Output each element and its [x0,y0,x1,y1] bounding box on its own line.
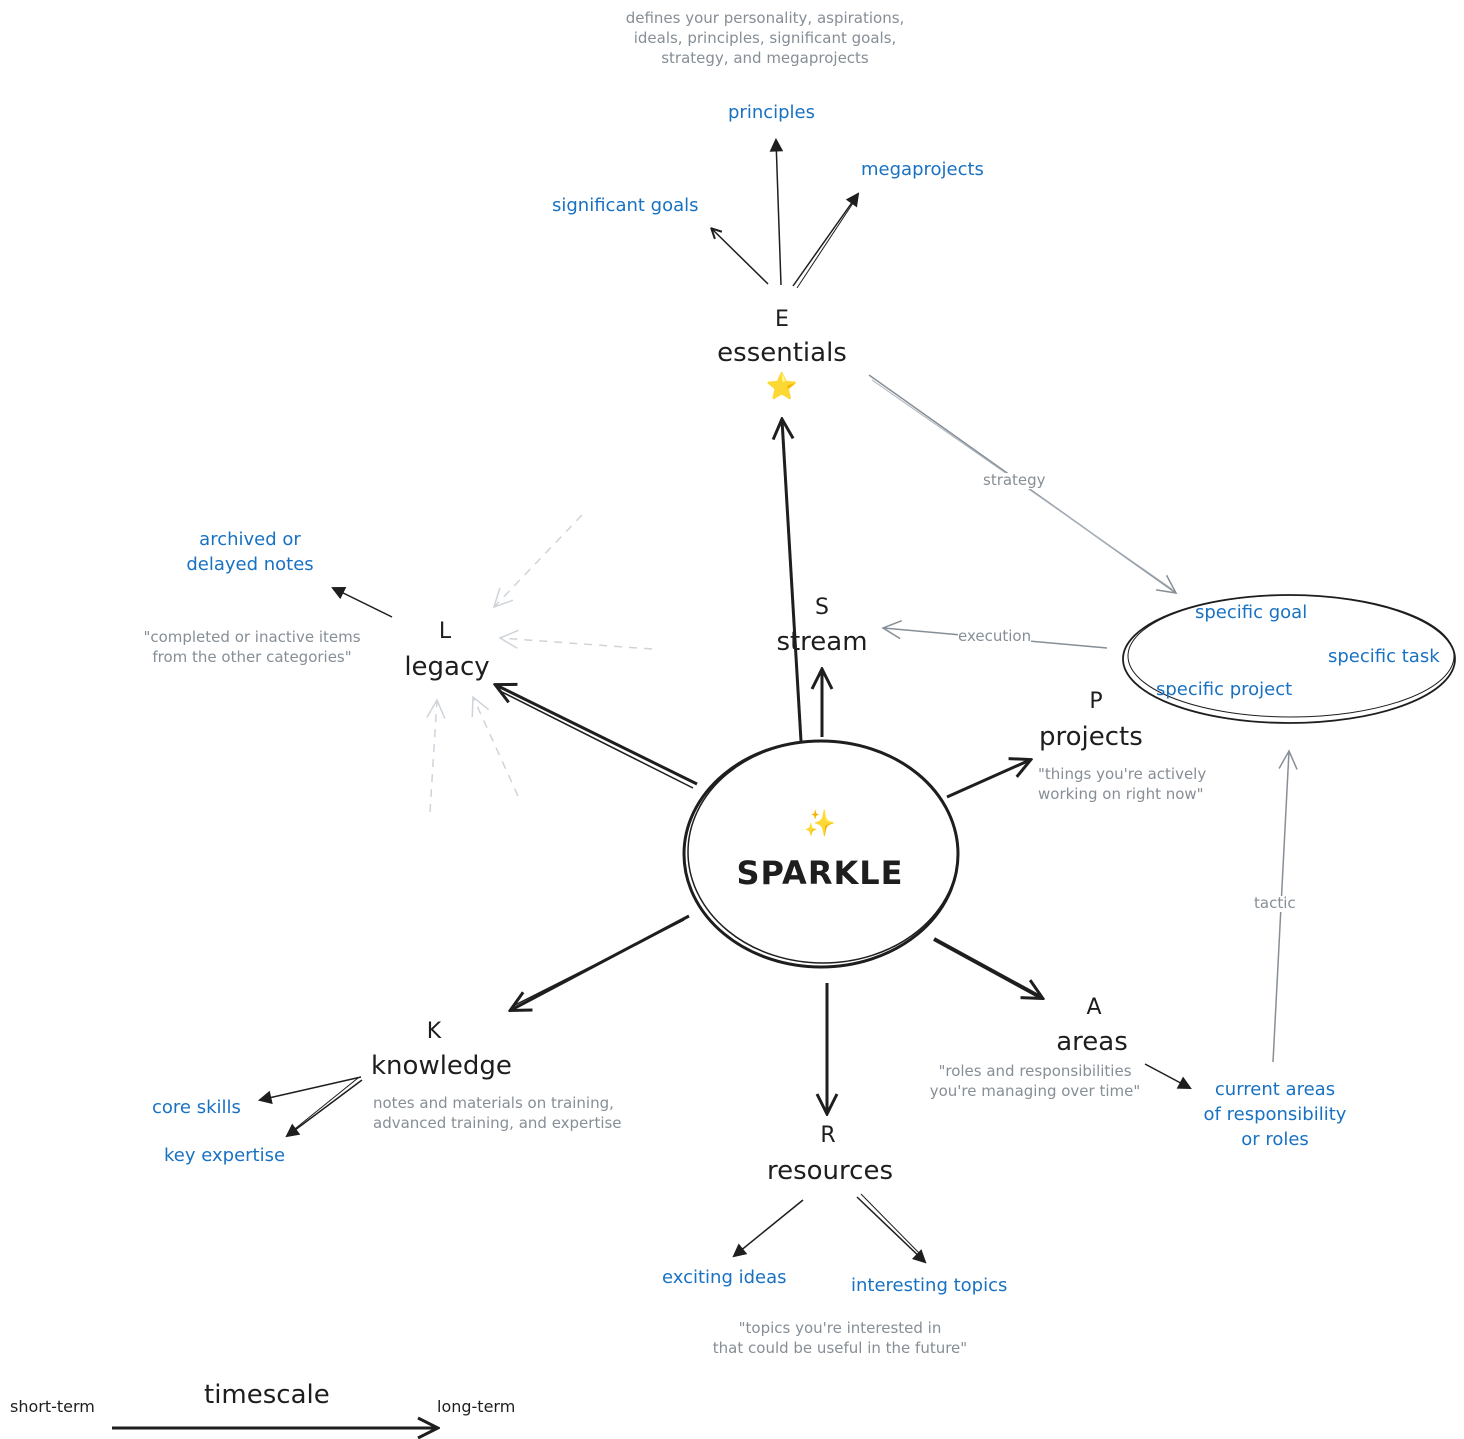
faint-arrow-3 [426,698,446,813]
current-areas-label: current areas of responsibility or roles [1190,1079,1360,1150]
projects-letter: P [1089,689,1103,714]
arrow-to-topics [856,1196,925,1262]
significant-goals-label: significant goals [552,195,699,216]
resources-note-line: that could be useful in the future" [712,1338,968,1357]
arrow-to-legacy-double [499,690,694,789]
current-areas-line: current areas [1214,1079,1336,1100]
specific-project-label: specific project [1156,679,1293,700]
archived-notes-line: archived or [199,529,301,550]
arrow-to-knowledge-double [514,919,685,1006]
specific-goal-label: specific goal [1195,602,1308,623]
current-areas-line: or roles [1241,1128,1309,1150]
exciting-ideas-label: exciting ideas [662,1267,787,1288]
legacy-note-line: from the other categories" [152,647,352,666]
essentials-note-line: ideals, principles, significant goals, [633,28,897,47]
key-expertise-label: key expertise [164,1145,286,1166]
areas-label: areas [1056,1027,1128,1057]
long-term-label: long-term [437,1397,516,1416]
knowledge-label: knowledge [371,1051,512,1081]
essentials-letter: E [775,307,789,332]
arrow-to-goals [712,229,769,285]
arrow-to-core-skills [260,1076,362,1100]
interesting-topics-label: interesting topics [851,1275,1008,1296]
sparkle-circle-overstroke [687,740,959,964]
short-term-label: short-term [10,1397,95,1416]
tactic-edge-label: tactic [1254,894,1296,912]
core-skills-label: core skills [152,1097,241,1118]
knowledge-note-line: advanced training, and expertise [373,1113,622,1132]
principles-label: principles [728,102,816,123]
essentials-label: essentials [717,338,847,368]
archived-notes-label: archived or delayed notes [170,529,330,575]
megaprojects-label: megaprojects [861,159,984,180]
projects-note-line: working on right now" [1038,784,1204,803]
stream-label: stream [776,627,868,657]
specifics-ellipse-overstroke [1127,594,1455,718]
arrow-to-essentials [782,420,803,742]
arrow-to-key-expertise-double [290,1077,359,1133]
projects-note-line: "things you're actively [1038,765,1207,783]
archived-notes-line: delayed notes [186,553,314,575]
current-areas-line: of responsibility [1203,1103,1347,1125]
arrow-to-principles [776,140,781,286]
arrow-to-legacy [496,685,698,786]
faint-arrow-4 [471,695,519,797]
sparkle-emoji: ✨ [803,809,837,838]
legacy-letter: L [438,619,452,644]
essentials-note-line: defines your personality, aspirations, [625,9,905,27]
knowledge-letter: K [426,1019,442,1044]
areas-note: "roles and responsibilities you're manag… [915,1062,1155,1100]
projects-label: projects [1039,722,1143,752]
areas-note-line: "roles and responsibilities [938,1062,1132,1080]
resources-note: "topics you're interested in that could … [680,1319,1000,1357]
arrow-to-megaprojects [792,194,858,287]
knowledge-note: notes and materials on training, advance… [373,1094,622,1132]
areas-letter: A [1086,995,1102,1020]
stream-letter: S [815,595,829,620]
faint-arrow-1 [492,514,583,609]
knowledge-note-line: notes and materials on training, [373,1094,614,1112]
arrow-to-ideas [734,1199,804,1256]
legacy-note: "completed or inactive items from the ot… [132,628,372,666]
arrow-to-archived [333,588,393,618]
timescale-label: timescale [204,1380,330,1410]
specific-task-label: specific task [1328,646,1440,667]
projects-note: "things you're actively working on right… [1038,765,1207,803]
arrow-to-current-areas [1144,1063,1190,1088]
essentials-note: defines your personality, aspirations, i… [600,9,930,67]
sparkle-title: SPARKLE [736,854,904,892]
strategy-edge-label: strategy [983,471,1046,489]
resources-label: resources [766,1156,893,1186]
arrow-to-areas [933,937,1042,998]
arrow-to-topics-double [860,1193,923,1257]
arrow-to-key-expertise [287,1079,363,1136]
resources-note-line: "topics you're interested in [738,1319,942,1337]
faint-arrow-2 [498,629,653,650]
resources-letter: R [820,1123,836,1148]
areas-note-line: you're managing over time" [929,1081,1141,1100]
star-emoji: ⭐ [765,372,799,401]
arrow-to-megaprojects-double [796,199,856,289]
legacy-note-line: "completed or inactive items [143,628,361,646]
execution-edge-label: execution [958,627,1032,645]
essentials-note-line: strategy, and megaprojects [661,48,869,67]
legacy-label: legacy [404,652,490,682]
arrow-to-projects [946,760,1030,799]
